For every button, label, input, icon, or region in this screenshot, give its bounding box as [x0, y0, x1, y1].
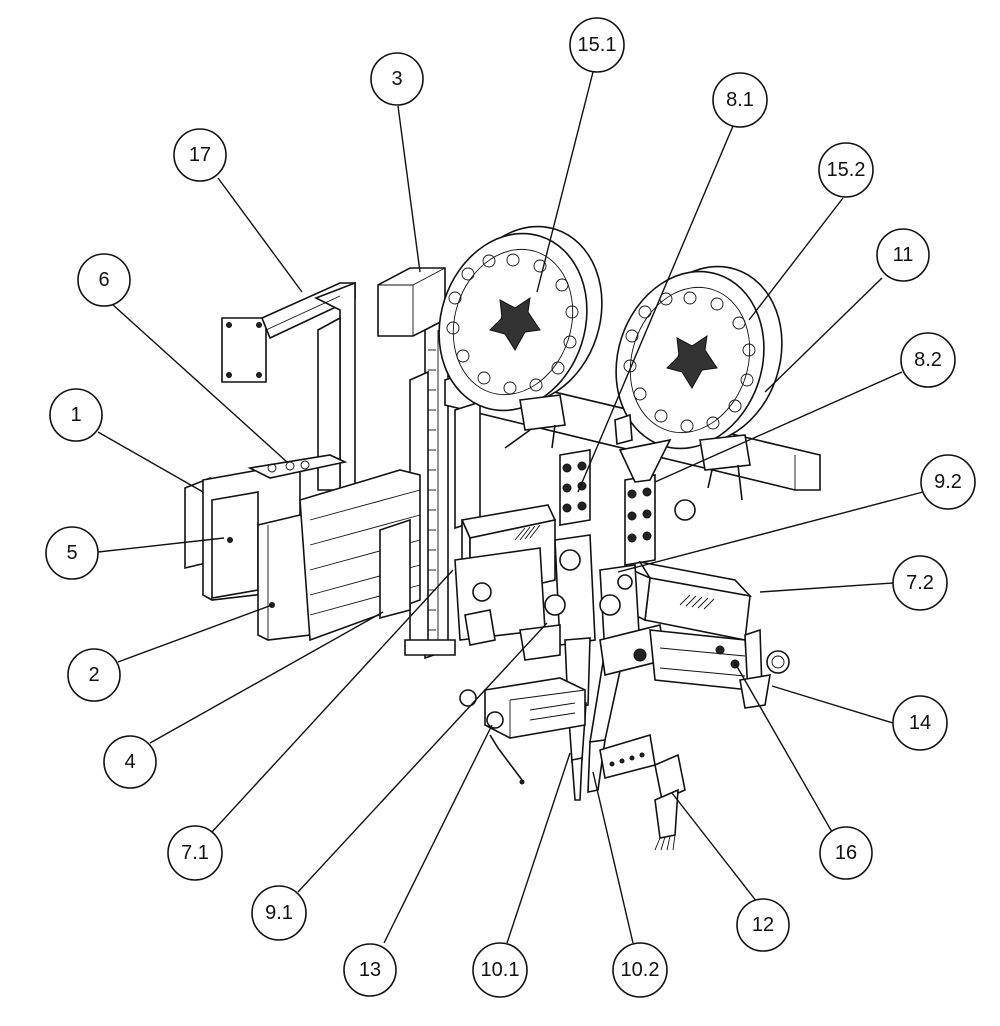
leader-17	[217, 177, 303, 293]
leader-4	[149, 611, 384, 744]
callout-label: 2	[88, 664, 99, 686]
leader-15-2	[748, 197, 844, 321]
callout-15-1: 15.1	[569, 17, 625, 73]
leader-7-1	[211, 569, 454, 833]
leader-1	[97, 431, 204, 493]
callout-5: 5	[45, 526, 99, 580]
leader-16	[734, 662, 833, 833]
callout-label: 8.1	[726, 89, 754, 111]
leader-12	[671, 792, 758, 903]
leader-8-2	[654, 371, 903, 483]
callout-label: 1	[70, 404, 81, 426]
callout-7-1: 7.1	[167, 825, 223, 881]
leader-11	[764, 277, 883, 393]
leader-14	[771, 685, 894, 724]
leader-10-1	[506, 752, 571, 944]
flux-nozzle	[599, 733, 686, 851]
callout-9-2: 9.2	[920, 454, 976, 510]
callout-label: 4	[124, 751, 135, 773]
leader-lines	[97, 71, 924, 944]
callout-label: 12	[752, 914, 774, 936]
side-carriage	[184, 454, 421, 642]
leader-9-2	[617, 491, 924, 573]
leader-8-1	[577, 125, 734, 493]
callout-label: 5	[66, 542, 77, 564]
callout-label: 11	[893, 244, 914, 266]
callout-label: 15.1	[578, 34, 617, 56]
leader-15-1	[536, 71, 594, 293]
machine-illustration	[184, 225, 821, 851]
callout-1: 1	[49, 388, 103, 442]
callouts: 17 3 15.1 8.1 15.2 6 11 8.2 1 9.2 5 7.2 …	[45, 17, 976, 998]
callout-11: 11	[876, 228, 930, 282]
callout-label: 8.2	[914, 349, 942, 371]
callout-label: 17	[189, 144, 211, 166]
callout-label: 15.2	[827, 159, 866, 181]
callout-label: 3	[391, 68, 402, 90]
callout-9-1: 9.1	[251, 885, 307, 941]
wire-feeders	[454, 504, 753, 646]
callout-label: 9.1	[265, 902, 293, 924]
callout-10-1: 10.1	[472, 942, 528, 998]
callout-label: 9.2	[934, 471, 962, 493]
callout-8-2: 8.2	[900, 332, 956, 388]
overhead-bracket	[221, 281, 356, 491]
callout-3: 3	[370, 52, 424, 106]
leader-6	[111, 303, 288, 463]
leader-9-1	[297, 622, 548, 893]
callout-7-2: 7.2	[892, 555, 948, 611]
callout-17: 17	[173, 128, 227, 182]
callout-4: 4	[103, 735, 157, 789]
callout-16: 16	[819, 826, 873, 880]
left-sensor-slide	[459, 677, 586, 785]
leader-13	[383, 724, 493, 944]
callout-13: 13	[343, 943, 397, 997]
callout-label: 6	[98, 269, 109, 291]
callout-8-1: 8.1	[712, 72, 768, 128]
wire-straighteners	[559, 438, 696, 566]
leader-3	[397, 105, 421, 273]
reel-clamps	[504, 394, 751, 501]
callout-label: 7.2	[906, 572, 934, 594]
wire-reel-1	[438, 225, 603, 412]
callout-label: 13	[359, 959, 381, 981]
callout-label: 10.2	[621, 959, 660, 981]
right-slide	[649, 628, 790, 709]
callout-2: 2	[67, 648, 121, 702]
leader-2	[117, 604, 273, 663]
callout-label: 14	[909, 712, 931, 734]
leader-10-2	[592, 771, 634, 944]
callout-label: 16	[835, 842, 857, 864]
callout-14: 14	[892, 695, 948, 751]
callout-label: 10.1	[481, 959, 520, 981]
callout-10-2: 10.2	[612, 942, 668, 998]
leader-7-2	[759, 582, 894, 593]
callout-6: 6	[77, 253, 131, 307]
callout-15-2: 15.2	[818, 142, 874, 198]
callout-12: 12	[736, 898, 790, 952]
leader-5	[97, 537, 225, 553]
callout-label: 7.1	[181, 842, 209, 864]
